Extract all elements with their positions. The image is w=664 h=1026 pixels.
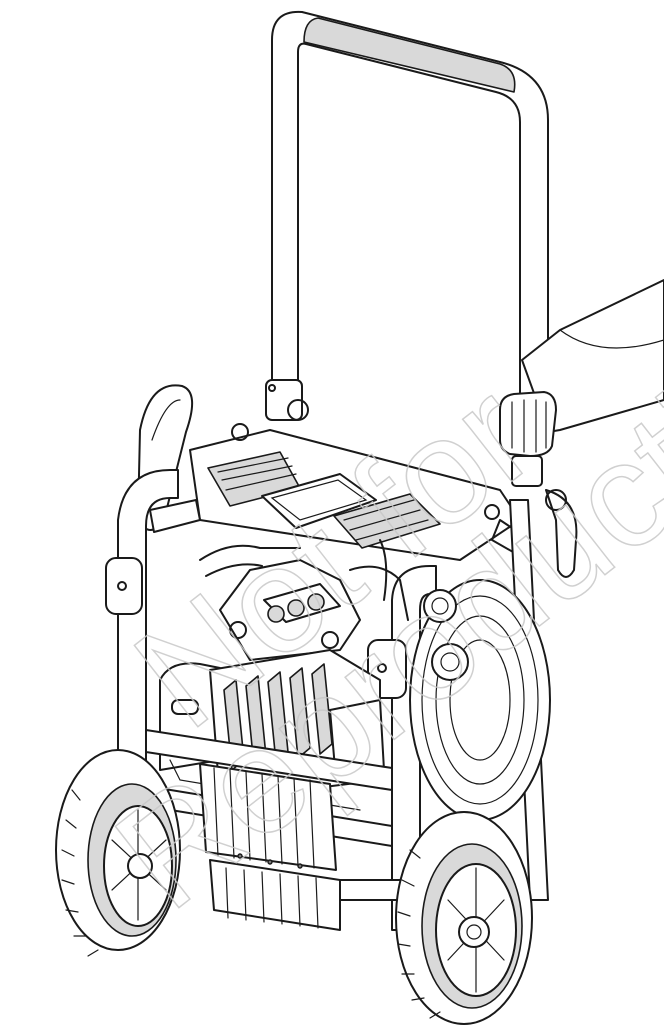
pressure-knob <box>499 391 578 578</box>
handle-assembly <box>265 10 664 433</box>
hose-reel <box>409 579 551 821</box>
right-wheel <box>395 811 533 1025</box>
pump-assembly <box>199 539 409 661</box>
left-wheel <box>55 749 181 957</box>
